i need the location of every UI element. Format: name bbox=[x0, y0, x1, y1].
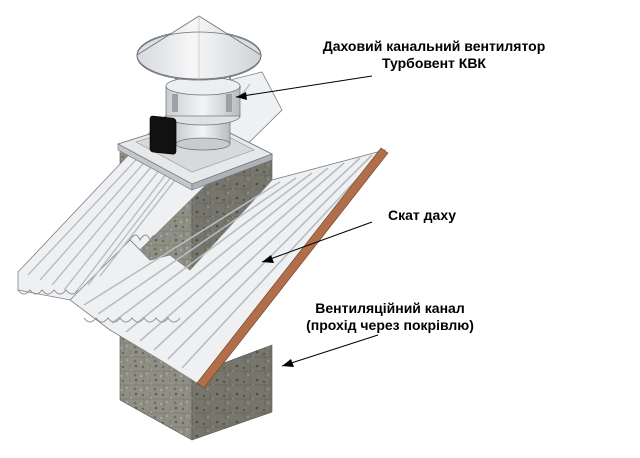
fan-label-line2: Турбовент КВК bbox=[382, 55, 486, 71]
roof-slope bbox=[17, 71, 389, 389]
leader-arrows bbox=[235, 75, 379, 367]
fan-label-line1: Даховий канальний вентилятор bbox=[322, 38, 546, 54]
duct-label: Вентиляційний канал (прохід через покрів… bbox=[300, 300, 480, 334]
roof-slope-label: Скат даху bbox=[388, 207, 457, 223]
fan-label: Даховий канальний вентилятор Турбовент К… bbox=[318, 38, 550, 72]
duct-label-line2: (прохід через покрівлю) bbox=[306, 317, 474, 333]
duct-label-line1: Вентиляційний канал bbox=[315, 300, 465, 316]
roof-fan bbox=[136, 15, 262, 155]
